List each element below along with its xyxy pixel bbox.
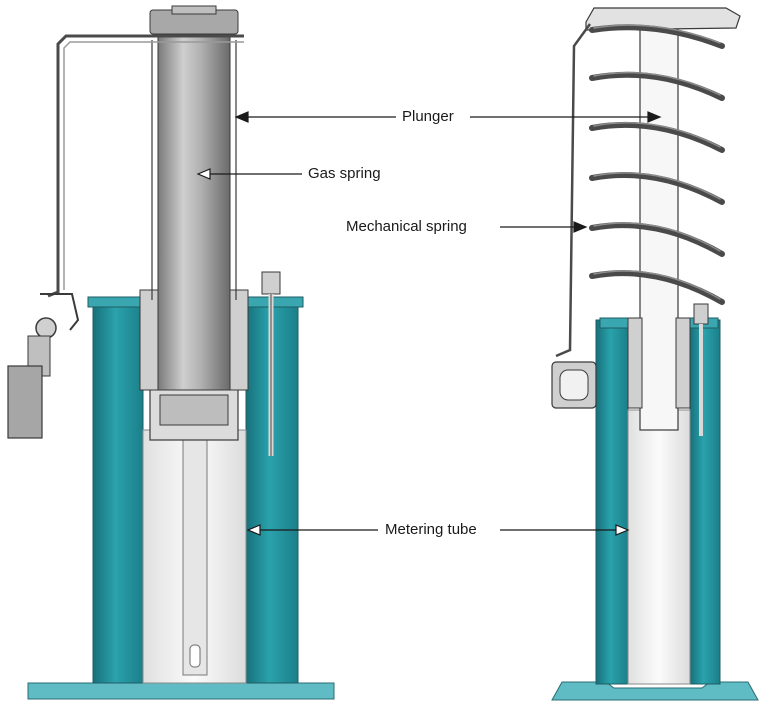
right-metering-tube: [627, 409, 691, 685]
metering-arrowhead-right: [615, 524, 630, 536]
left-seal-inner: [159, 394, 229, 426]
right-base-plate: [551, 681, 759, 701]
mech-spring-arrowhead: [573, 221, 588, 233]
left-bracket-arm-inner: [63, 41, 244, 290]
metering-arrowhead-left: [246, 524, 261, 536]
left-top-cap-boss: [171, 5, 217, 15]
left-fitting-head: [261, 271, 281, 295]
gas-spring-arrowhead: [196, 168, 211, 180]
left-switch-lever: [40, 293, 80, 331]
gas-spring-assembly: [7, 5, 335, 700]
left-switch-box: [7, 365, 43, 439]
label-mechanical-spring: Mechanical spring: [346, 218, 467, 235]
left-rod-slot: [189, 644, 201, 668]
label-metering-tube: Metering tube: [385, 521, 477, 538]
gas-spring-body: [157, 29, 231, 391]
plunger-arrowhead-right: [647, 111, 662, 123]
right-bracket-arm: [555, 23, 592, 358]
mechanical-spring-assembly: [551, 7, 759, 701]
label-gas-spring: Gas spring: [308, 165, 381, 182]
right-fitting-head: [693, 303, 709, 325]
left-cylinder-wall-left: [92, 299, 144, 684]
coil-spring: [589, 24, 725, 305]
right-switch-inner: [559, 369, 589, 401]
coil-spring-highlight: [593, 24, 721, 300]
right-gland-left: [627, 317, 643, 409]
right-gland-right: [675, 317, 691, 409]
right-cylinder-wall-left: [595, 319, 629, 685]
leader-lines: [196, 111, 662, 536]
left-switch-roller: [35, 317, 57, 339]
label-plunger: Plunger: [402, 108, 454, 125]
plunger-arrowhead-left: [234, 111, 249, 123]
left-base-plate: [27, 682, 335, 700]
right-cylinder-wall-right: [689, 319, 721, 685]
